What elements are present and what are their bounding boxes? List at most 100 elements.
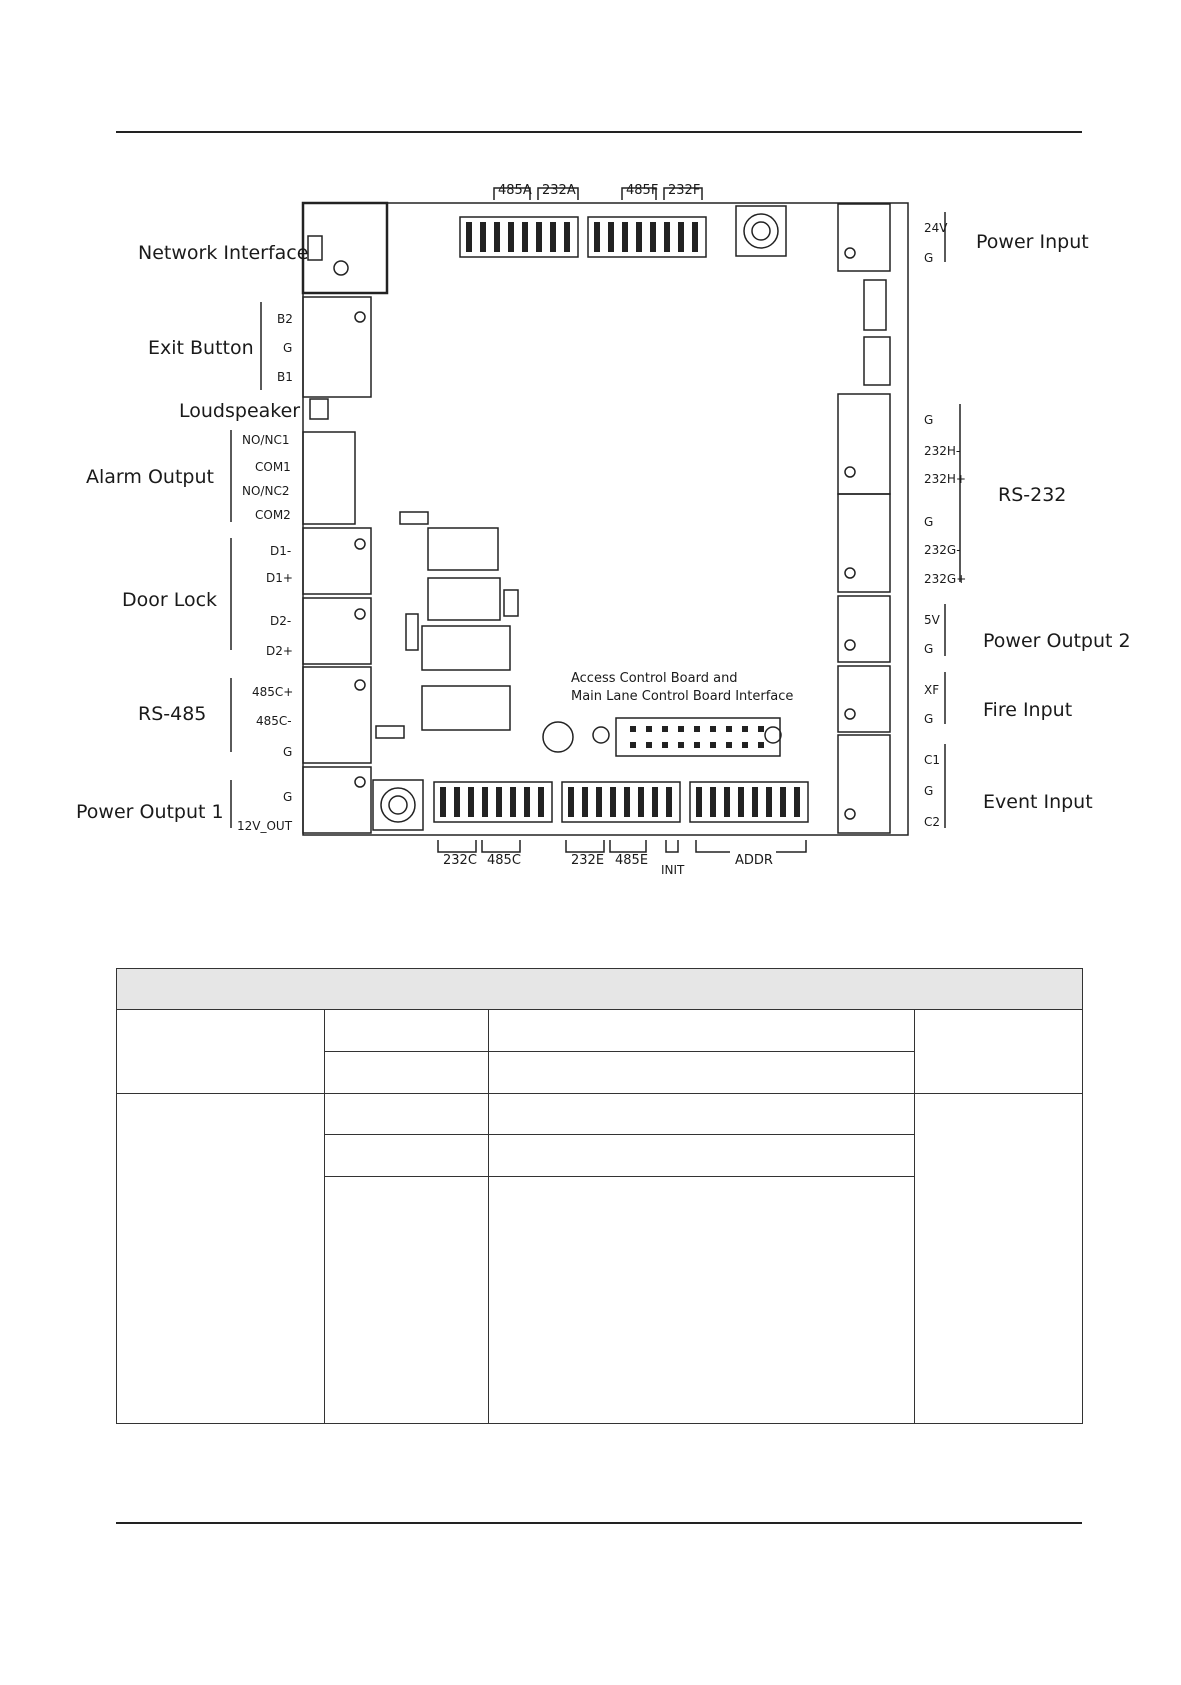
label-event-input: Event Input <box>983 791 1093 813</box>
terminal-fire-input <box>837 665 891 733</box>
pin-485c-plus: 485C+ <box>252 685 293 699</box>
pin-exit-g: G <box>283 341 292 355</box>
label-485a: 485A <box>498 183 532 198</box>
label-232c: 232C <box>443 853 477 868</box>
terminal-door-lock-2 <box>302 597 372 665</box>
label-addr: ADDR <box>735 853 773 868</box>
dip-switch-top-left <box>459 216 579 258</box>
board-diagram: 485A 232A 485F 232F 232C 485C 232E 485E … <box>76 183 1131 877</box>
pin-rs232-g-1: G <box>924 413 933 427</box>
pin-d2-minus: D2- <box>270 614 291 628</box>
pin-b1: B1 <box>277 370 293 384</box>
label-network-interface: Network Interface <box>138 242 308 264</box>
label-485f: 485F <box>626 183 658 198</box>
label-power-input: Power Input <box>976 231 1089 253</box>
terminal-event-input <box>837 734 891 834</box>
dip-switch-top-right <box>587 216 707 258</box>
pin-232g-plus: 232G+ <box>924 572 966 586</box>
table-header-row <box>116 968 1083 1010</box>
label-alarm-output: Alarm Output <box>86 466 214 488</box>
table-cell <box>488 1093 915 1135</box>
pin-232g-minus: 232G- <box>924 543 961 557</box>
pin-d2-plus: D2+ <box>266 644 293 658</box>
table-cell <box>116 1093 325 1424</box>
table-cell <box>324 1176 489 1424</box>
table-cell <box>324 1093 489 1135</box>
pin-d1-minus: D1- <box>270 544 291 558</box>
pin-485c-minus: 485C- <box>256 714 292 728</box>
dip-switch-bottom-2 <box>561 781 681 823</box>
table-cell <box>488 1009 915 1052</box>
table-row <box>117 1051 1083 1094</box>
pin-no-nc1: NO/NC1 <box>242 433 289 447</box>
table-cell <box>488 1134 915 1177</box>
relay-alarm-output <box>302 431 356 525</box>
pin-com1: COM1 <box>255 460 291 474</box>
label-232e: 232E <box>571 853 604 868</box>
pin-24v: 24V <box>924 221 948 235</box>
table-row <box>117 1134 1083 1177</box>
terminal-door-lock-1 <box>302 527 372 595</box>
terminal-power-output-2 <box>837 595 891 663</box>
pin-d1-plus: D1+ <box>266 571 293 585</box>
label-loudspeaker: Loudspeaker <box>179 400 300 422</box>
pin-rs232-g-2: G <box>924 515 933 529</box>
buzzer-bottom <box>372 779 424 831</box>
pin-232h-plus: 232H+ <box>924 472 966 486</box>
label-exit-button: Exit Button <box>148 337 254 359</box>
pin-com2: COM2 <box>255 508 291 522</box>
label-rs232: RS-232 <box>998 484 1066 506</box>
table-cell <box>324 1009 489 1052</box>
pin-c1: C1 <box>924 753 940 767</box>
table-row <box>117 1176 1083 1424</box>
pin-c2: C2 <box>924 815 940 829</box>
label-485c: 485C <box>487 853 521 868</box>
dip-switch-bottom-1 <box>433 781 553 823</box>
label-power-output-2: Power Output 2 <box>983 630 1131 652</box>
table-cell <box>914 1093 1083 1424</box>
terminal-rs485 <box>302 666 372 764</box>
table-row <box>116 1093 1083 1424</box>
pin-b2: B2 <box>277 312 293 326</box>
table-cell <box>324 1134 489 1177</box>
table-cell <box>324 1051 489 1094</box>
table-header-cell <box>116 968 1083 1010</box>
table-cell <box>116 1009 325 1094</box>
terminal-rs232-lower <box>837 493 891 593</box>
pin-event-g: G <box>924 784 933 798</box>
label-fire-input: Fire Input <box>983 699 1072 721</box>
spec-table <box>116 968 1083 1424</box>
label-rs485: RS-485 <box>138 703 206 725</box>
terminal-exit-button <box>302 296 372 398</box>
board-outline <box>302 202 909 836</box>
terminal-rs232-upper <box>837 393 891 495</box>
pin-power2-g: G <box>924 642 933 656</box>
bottom-rule <box>116 1522 1082 1524</box>
table-cell <box>914 1009 1083 1094</box>
pin-5v: 5V <box>924 613 941 627</box>
terminal-power-input <box>837 203 891 272</box>
label-232a: 232A <box>542 183 576 198</box>
label-init: INIT <box>661 863 685 877</box>
pin-power1-g: G <box>283 790 292 804</box>
pin-fire-g: G <box>924 712 933 726</box>
label-485e: 485E <box>615 853 648 868</box>
table-cell <box>488 1051 915 1094</box>
network-port <box>301 201 389 295</box>
label-power-output-1: Power Output 1 <box>76 801 224 823</box>
buzzer-top <box>735 205 787 257</box>
pin-xf: XF <box>924 683 939 697</box>
pin-rs485-g: G <box>283 745 292 759</box>
top-rule <box>116 131 1082 133</box>
table-row <box>116 1009 1083 1094</box>
label-door-lock: Door Lock <box>122 589 217 611</box>
interface-header <box>615 717 781 757</box>
terminal-power-output-1 <box>302 766 372 834</box>
pin-232h-minus: 232H- <box>924 444 960 458</box>
pin-12v-out: 12V_OUT <box>237 819 293 833</box>
dip-switch-bottom-3 <box>689 781 809 823</box>
interface-note-line-1: Access Control Board and <box>571 671 738 686</box>
table-cell <box>488 1176 915 1424</box>
pin-power-input-g: G <box>924 251 933 265</box>
label-232f: 232F <box>668 183 700 198</box>
